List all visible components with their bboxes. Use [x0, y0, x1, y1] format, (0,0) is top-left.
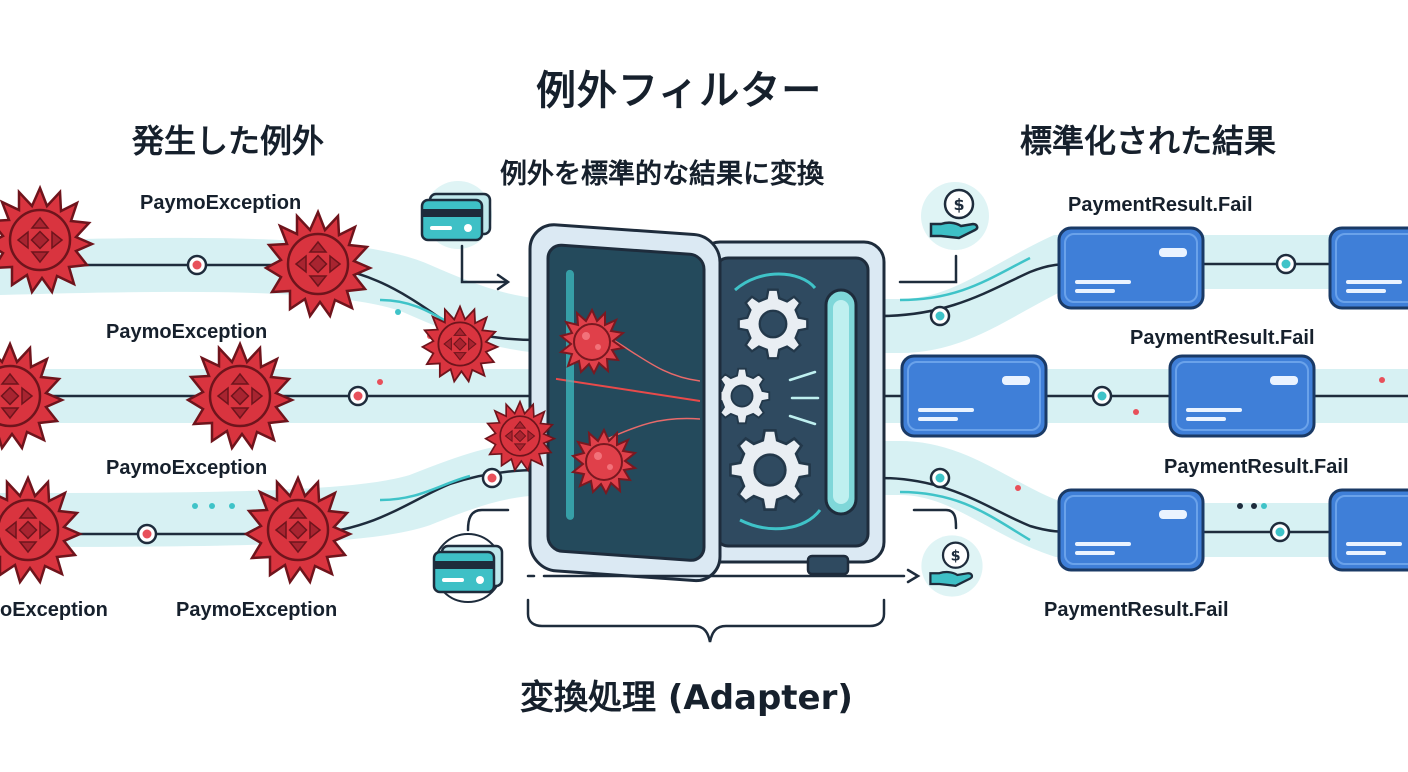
- connector-node-core: [935, 311, 945, 321]
- page-title: 例外フィルター: [536, 68, 823, 114]
- flow-line: [379, 474, 471, 502]
- adapter-label: 変換処理 (Adapter): [520, 678, 853, 718]
- result-label: PaymentResult.Fail: [1130, 327, 1315, 349]
- decorative-dot: [229, 503, 235, 509]
- gear-icon: [713, 367, 771, 425]
- decorative-dot: [1015, 485, 1021, 491]
- exception-label: oException: [0, 599, 108, 621]
- exception-label: PaymoException: [106, 321, 268, 343]
- result-card: [900, 354, 1048, 438]
- result-label: PaymentResult.Fail: [1044, 599, 1229, 621]
- decorative-dot: [1261, 503, 1267, 509]
- connector-node-core: [353, 391, 363, 401]
- connector-node-core: [935, 473, 945, 483]
- connector-node-core: [142, 529, 152, 539]
- result-card: [1168, 354, 1316, 438]
- exception-label: PaymoException: [176, 599, 338, 621]
- dollar-hand-icon: [920, 534, 984, 598]
- flow-band: [0, 441, 1408, 557]
- decorative-dot: [1251, 503, 1257, 509]
- connector-node-core: [1097, 391, 1107, 401]
- decorative-dot: [192, 503, 198, 509]
- decorative-dot: [1133, 409, 1139, 415]
- gear-icon: [737, 288, 809, 360]
- dollar-hand-icon: [919, 180, 991, 252]
- decorative-dot: [1237, 503, 1243, 509]
- result-card: [1057, 488, 1205, 572]
- adapter-bracket: [526, 598, 886, 643]
- subtitle: 例外を標準的な結果に変換: [500, 159, 824, 190]
- decorative-dot: [395, 309, 401, 315]
- connector-node-core: [1275, 527, 1285, 537]
- result-card: [1057, 226, 1205, 310]
- left-heading: 発生した例外: [132, 122, 325, 160]
- decorative-dot: [377, 379, 383, 385]
- exception-label: PaymoException: [140, 192, 302, 214]
- decorative-dot: [1379, 377, 1385, 383]
- result-label: PaymentResult.Fail: [1068, 194, 1253, 216]
- result-card: [1328, 226, 1408, 310]
- virus-icon: [244, 476, 352, 584]
- decorative-dot: [209, 503, 215, 509]
- flow-line: [899, 490, 1031, 542]
- credit-card-icon: [432, 533, 504, 603]
- virus-icon: [186, 342, 294, 450]
- result-card: [1328, 488, 1408, 572]
- gear-icon: [729, 429, 811, 511]
- result-label: PaymentResult.Fail: [1164, 456, 1349, 478]
- connector-nodes: [136, 253, 1297, 545]
- credit-card-icon: [420, 181, 492, 249]
- flow-line: [899, 256, 1031, 302]
- connector-node-core: [1281, 259, 1291, 269]
- connector-node-core: [192, 260, 202, 270]
- right-heading: 標準化された結果: [1020, 122, 1277, 160]
- exception-filter-device: [528, 223, 886, 583]
- connector-node-core: [487, 473, 497, 483]
- exception-label: PaymoException: [106, 457, 268, 479]
- connector-arrows: [460, 244, 958, 584]
- decorative-dots: [192, 309, 1385, 509]
- virus-icon: [0, 342, 64, 450]
